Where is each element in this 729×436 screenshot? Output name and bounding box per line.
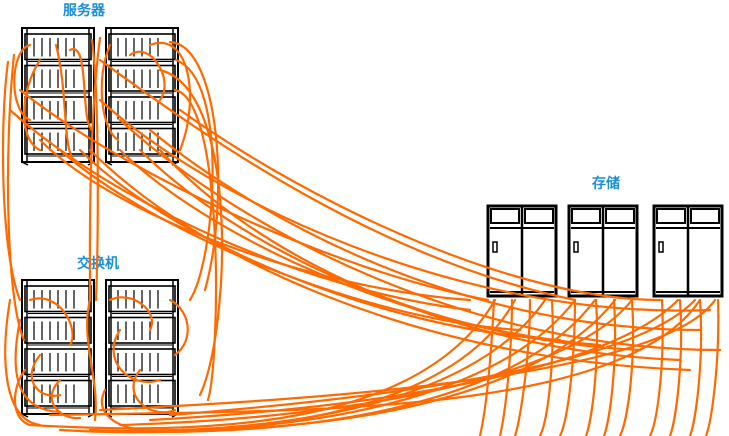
cable-6 — [68, 48, 94, 132]
cable-10 — [128, 50, 166, 102]
cable-36 — [13, 368, 32, 427]
storage-cabinet-2 — [567, 204, 639, 298]
storage-cabinet-group — [486, 204, 724, 298]
cable-37 — [86, 298, 97, 422]
cable-22 — [148, 128, 702, 332]
cable-30 — [50, 378, 82, 420]
cable-35 — [168, 298, 189, 357]
cable-1 — [1, 60, 22, 302]
cable-5 — [54, 43, 82, 167]
switch-rack-2 — [105, 279, 179, 418]
cable-28 — [28, 297, 74, 347]
cable-64 — [178, 108, 662, 302]
cable-26 — [4, 298, 42, 427]
cable-4 — [23, 58, 42, 152]
cable-2 — [6, 53, 26, 342]
cable-47 — [98, 298, 717, 412]
cable-38 — [28, 298, 497, 430]
cable-53 — [558, 298, 577, 436]
cable-45 — [148, 298, 680, 422]
cable-19 — [118, 148, 602, 347]
cable-59 — [688, 298, 703, 436]
cable-62 — [8, 108, 472, 312]
cable-55 — [602, 298, 617, 436]
cable-56 — [618, 298, 635, 436]
cable-16 — [38, 138, 472, 302]
cable-52 — [538, 298, 554, 436]
cable-57 — [648, 298, 664, 436]
cable-58 — [668, 298, 683, 436]
storage-cabinet-1 — [486, 204, 558, 298]
cable-50 — [498, 298, 514, 436]
cable-54 — [584, 298, 599, 436]
cable-33 — [132, 368, 177, 414]
cable-31 — [108, 296, 154, 332]
servers-label: 服务器 — [63, 2, 106, 19]
storage-cabinet-3 — [652, 204, 724, 298]
storage-label: 存储 — [592, 175, 620, 192]
cable-11 — [148, 41, 192, 152]
cable-60 — [704, 298, 720, 436]
cable-15 — [173, 88, 218, 402]
cable-51 — [513, 298, 532, 436]
cable-44 — [118, 298, 634, 427]
cable-8 — [88, 36, 102, 302]
cable-13 — [174, 58, 214, 302]
cable-20 — [138, 148, 642, 352]
cable-32 — [112, 328, 162, 383]
cable-49 — [478, 298, 496, 436]
switch-rack-group — [21, 279, 179, 418]
cable-27 — [14, 318, 62, 414]
cable-17 — [58, 148, 522, 332]
cable-24 — [98, 98, 712, 312]
cable-bundle — [1, 36, 722, 436]
cable-63 — [98, 58, 577, 302]
cable-48 — [48, 298, 702, 417]
cable-61 — [18, 88, 490, 302]
cable-29 — [30, 353, 62, 397]
